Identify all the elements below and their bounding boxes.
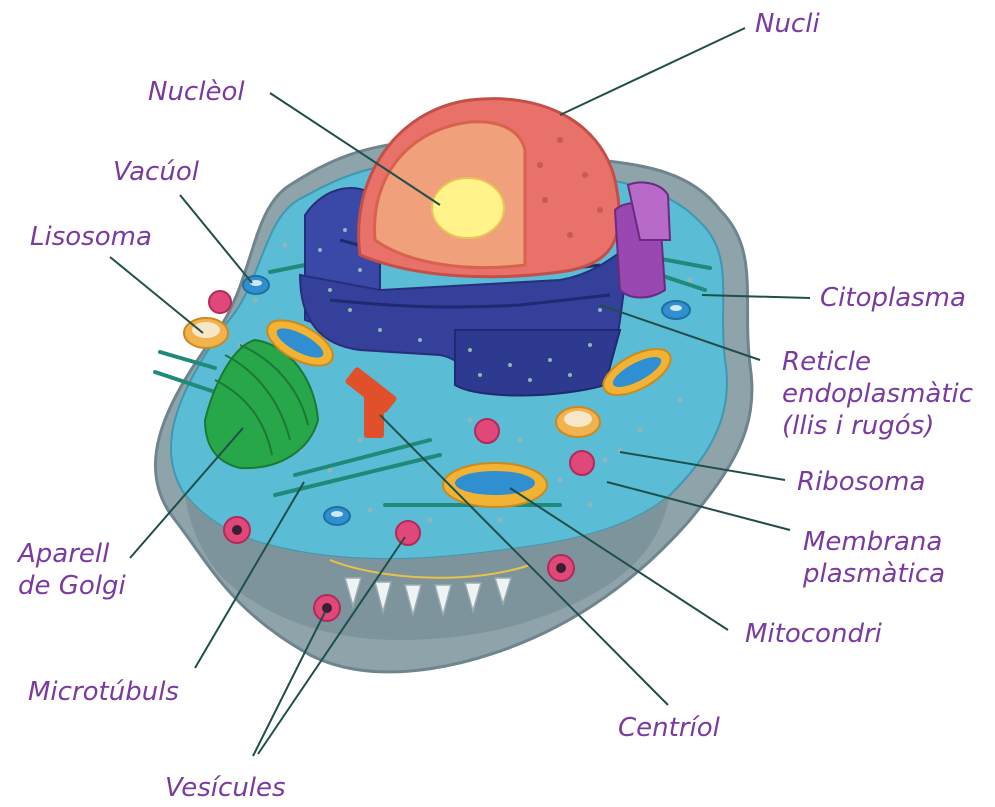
label-vesicules: Vesícules — [165, 773, 286, 803]
label-reticle-line2: endoplasmàtic — [782, 379, 973, 409]
nucleus — [359, 99, 620, 277]
label-lisosoma: Lisosoma — [30, 222, 152, 252]
label-ribosoma: Ribosoma — [797, 467, 925, 497]
label-reticle-line3: (llis i rugós) — [782, 411, 934, 441]
leader-vacuol — [180, 195, 252, 283]
label-centriol: Centríol — [618, 713, 721, 743]
label-microtubuls: Microtúbuls — [28, 677, 179, 707]
label-golgi-line2: de Golgi — [18, 571, 127, 601]
label-citoplasma: Citoplasma — [820, 283, 966, 313]
label-membrana-line2: plasmàtica — [802, 559, 945, 589]
label-golgi-line1: Aparell — [16, 539, 110, 569]
leader-lisosoma — [110, 257, 203, 333]
label-reticle-line1: Reticle — [782, 347, 871, 377]
nucleolus — [432, 178, 504, 238]
label-nucli: Nucli — [755, 9, 820, 39]
leader-nucli — [560, 28, 745, 115]
label-membrana-line1: Membrana — [803, 527, 942, 557]
label-vacuol: Vacúol — [113, 157, 200, 187]
label-nucleol: Nuclèol — [148, 77, 245, 107]
label-mitocondri: Mitocondri — [745, 619, 883, 649]
